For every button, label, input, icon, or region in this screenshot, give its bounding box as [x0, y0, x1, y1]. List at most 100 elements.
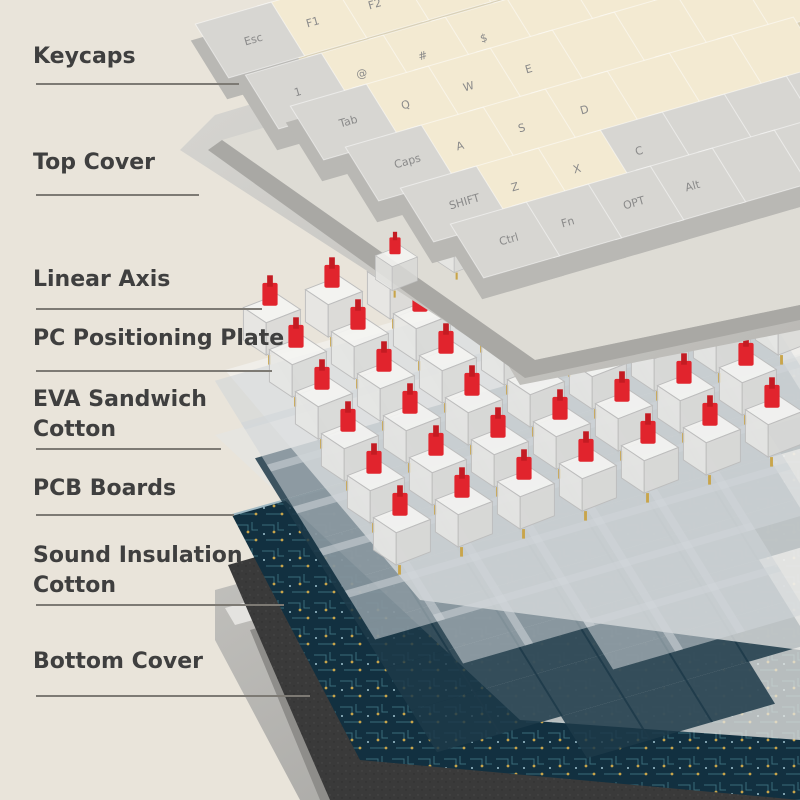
switch-stem-cross — [371, 443, 377, 455]
switch-stem-cross — [645, 413, 651, 425]
keycap-legend: # — [417, 48, 429, 63]
switch-housing-right — [457, 500, 493, 548]
switch — [374, 231, 419, 298]
switch-stem-cross — [743, 335, 749, 347]
switch-stem — [490, 414, 506, 438]
switch-stem — [324, 264, 340, 288]
switch — [620, 413, 680, 503]
switch-stem — [262, 282, 278, 306]
switch — [718, 335, 778, 425]
keycap-legend: $ — [479, 31, 489, 45]
switch-stem — [764, 384, 780, 408]
keycap-legend: S — [517, 121, 527, 135]
switch — [558, 431, 618, 521]
plate-cutout — [716, 462, 800, 532]
switch-stem — [350, 306, 366, 330]
switch-stem — [438, 330, 454, 354]
switch-housing-right — [643, 446, 679, 494]
keycap-legend: C — [634, 144, 645, 159]
keycap-legend: Fn — [560, 214, 576, 230]
switch-stem — [428, 432, 444, 456]
switch-stem — [454, 474, 470, 498]
switch-stem-cross — [459, 467, 465, 479]
switch — [320, 401, 380, 491]
keycap-legend: OPT — [622, 194, 647, 213]
keycap-top — [449, 201, 561, 279]
switch-pin — [584, 511, 587, 521]
eva-cutout — [623, 679, 713, 741]
switch-stem — [676, 360, 692, 384]
eva-cutout — [685, 661, 775, 723]
switch — [372, 485, 432, 575]
switch-stem — [366, 450, 382, 474]
switch-stem-cross — [407, 383, 413, 395]
eva-cutout — [411, 691, 501, 753]
switch-pin — [780, 355, 783, 365]
switch — [532, 389, 592, 479]
switch-stem-cross — [443, 323, 449, 335]
switch-stem-cross — [583, 431, 589, 443]
keycap-legend: 1 — [293, 85, 303, 99]
switch-stem-cross — [469, 365, 475, 377]
keycap-legend: @ — [355, 66, 369, 82]
switch-stem-cross — [557, 389, 563, 401]
switch-pin — [646, 493, 649, 503]
switch-housing-right — [391, 256, 418, 292]
switch-stem-cross — [329, 257, 335, 269]
switch-stem-cross — [397, 485, 403, 497]
switch-housing-right — [581, 464, 617, 512]
switch-stem-cross — [293, 317, 299, 329]
keycap-legend: Alt — [684, 178, 703, 195]
switch-stem-cross — [392, 231, 398, 241]
switch — [356, 341, 416, 431]
switch-stem — [402, 390, 418, 414]
keycaps-layer: F2F1Esc$#@1EWQTabDSACapsCXZSHIFTAltOPTFn… — [190, 0, 800, 300]
switch-stem — [392, 492, 408, 516]
switch — [434, 467, 494, 557]
eva-cutout — [385, 649, 475, 711]
eva-cutout — [535, 655, 625, 717]
switch-pin — [455, 272, 458, 280]
switch — [496, 449, 556, 539]
keycap-legend: A — [455, 139, 466, 154]
switch-stem-cross — [319, 359, 325, 371]
switch-stem-cross — [267, 275, 273, 287]
switch-pin — [770, 457, 773, 467]
switch-pin — [522, 529, 525, 539]
switch — [682, 395, 742, 485]
switch-stem — [702, 402, 718, 426]
keycap-legend: E — [524, 62, 534, 76]
switch-stem — [578, 438, 594, 462]
switch-housing-right — [767, 411, 800, 458]
switch-stem — [376, 348, 392, 372]
eva-cutout — [561, 697, 651, 759]
switch-pin — [393, 290, 396, 298]
switch-stem-cross — [495, 407, 501, 419]
switch — [346, 443, 406, 533]
switch-stem — [738, 342, 754, 366]
keycap-legend: Z — [510, 180, 521, 195]
switch-stem-cross — [769, 377, 775, 389]
switch-stem — [640, 420, 656, 444]
switch-housing-right — [519, 482, 555, 530]
switch — [744, 377, 800, 467]
switch-stem-cross — [619, 371, 625, 383]
switch-housing-right — [395, 518, 431, 566]
switch-stem-cross — [707, 395, 713, 407]
eva-cutout — [473, 673, 563, 735]
switch-pin — [398, 565, 401, 575]
keycap-legend: Esc — [243, 31, 265, 49]
keycap-legend: X — [572, 162, 583, 177]
switch-stem-cross — [681, 353, 687, 365]
keycap-legend: D — [579, 103, 591, 118]
keycap-legend: F2 — [367, 0, 383, 12]
switch-stem — [314, 366, 330, 390]
keycap-legend: W — [462, 79, 476, 95]
switch-stem — [288, 324, 304, 348]
switch-stem — [552, 396, 568, 420]
switch-stem — [516, 456, 532, 480]
switch-housing-right — [705, 428, 741, 476]
keycap: Ctrl — [445, 201, 565, 300]
switch-stem-cross — [433, 425, 439, 437]
